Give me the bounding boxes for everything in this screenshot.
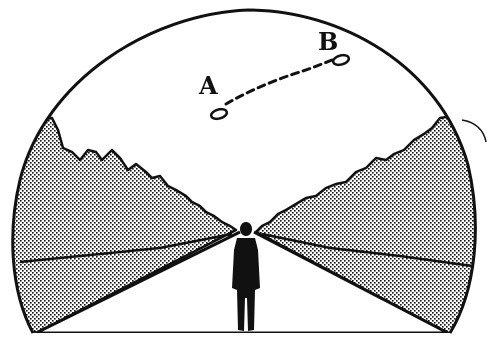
point-b-label: B bbox=[318, 27, 338, 56]
point-a-label: A bbox=[198, 71, 218, 100]
